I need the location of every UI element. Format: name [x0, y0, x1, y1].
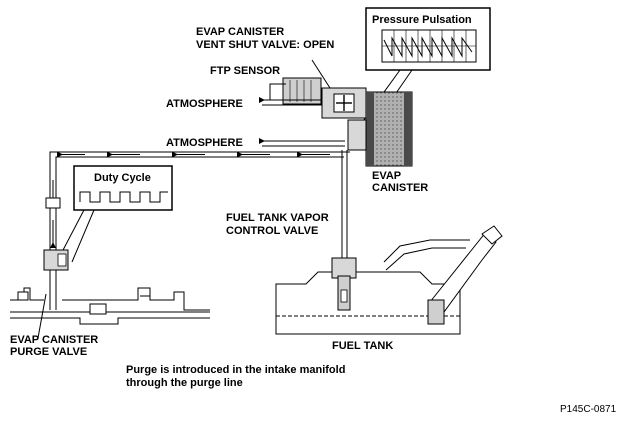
pressure-pulsation-inset — [357, 7, 491, 129]
figure-code: P145C-0871 — [560, 404, 617, 415]
duty-cycle-waveform — [79, 191, 168, 203]
atmosphere-lines — [259, 83, 345, 147]
atmosphere-top-label: ATMOSPHERE — [166, 98, 243, 110]
vent-shut-valve-label-line1: EVAP CANISTER — [196, 26, 285, 38]
vent-shut-valve-label-line2: VENT SHUT VALVE: OPEN — [196, 39, 335, 51]
fuel-tank-label: FUEL TANK — [332, 340, 394, 352]
evap-canister-label-line1: EVAP — [372, 170, 402, 182]
intake-manifold — [10, 287, 210, 325]
caption-line1: Purge is introduced in the intake manifo… — [126, 364, 346, 376]
duty-cycle-inset — [61, 165, 173, 263]
pressure-pulsation-title: Pressure Pulsation — [372, 14, 472, 26]
ftp-sensor-label: FTP SENSOR — [210, 65, 281, 77]
tank-vapor-line — [341, 150, 348, 268]
evap-canister — [347, 91, 413, 167]
purge-line — [45, 151, 350, 290]
pulsation-waveform — [383, 36, 473, 58]
fuel-tank-vapor-control-valve — [331, 257, 357, 311]
filler-neck — [383, 225, 503, 325]
purge-valve-label-line2: PURGE VALVE — [10, 346, 88, 358]
fuel-tank-valve-label-line2: CONTROL VALVE — [226, 225, 319, 237]
purge-valve-label-line1: EVAP CANISTER — [10, 334, 99, 346]
fuel-tank-valve-label-line1: FUEL TANK VAPOR — [226, 212, 329, 224]
purge-valve — [37, 249, 69, 339]
vent-shut-valve — [282, 59, 367, 119]
evap-canister-label-line2: CANISTER — [372, 182, 429, 194]
caption-line2: through the purge line — [126, 377, 243, 389]
atmosphere-mid-label: ATMOSPHERE — [166, 137, 243, 149]
duty-cycle-title: Duty Cycle — [94, 172, 151, 184]
